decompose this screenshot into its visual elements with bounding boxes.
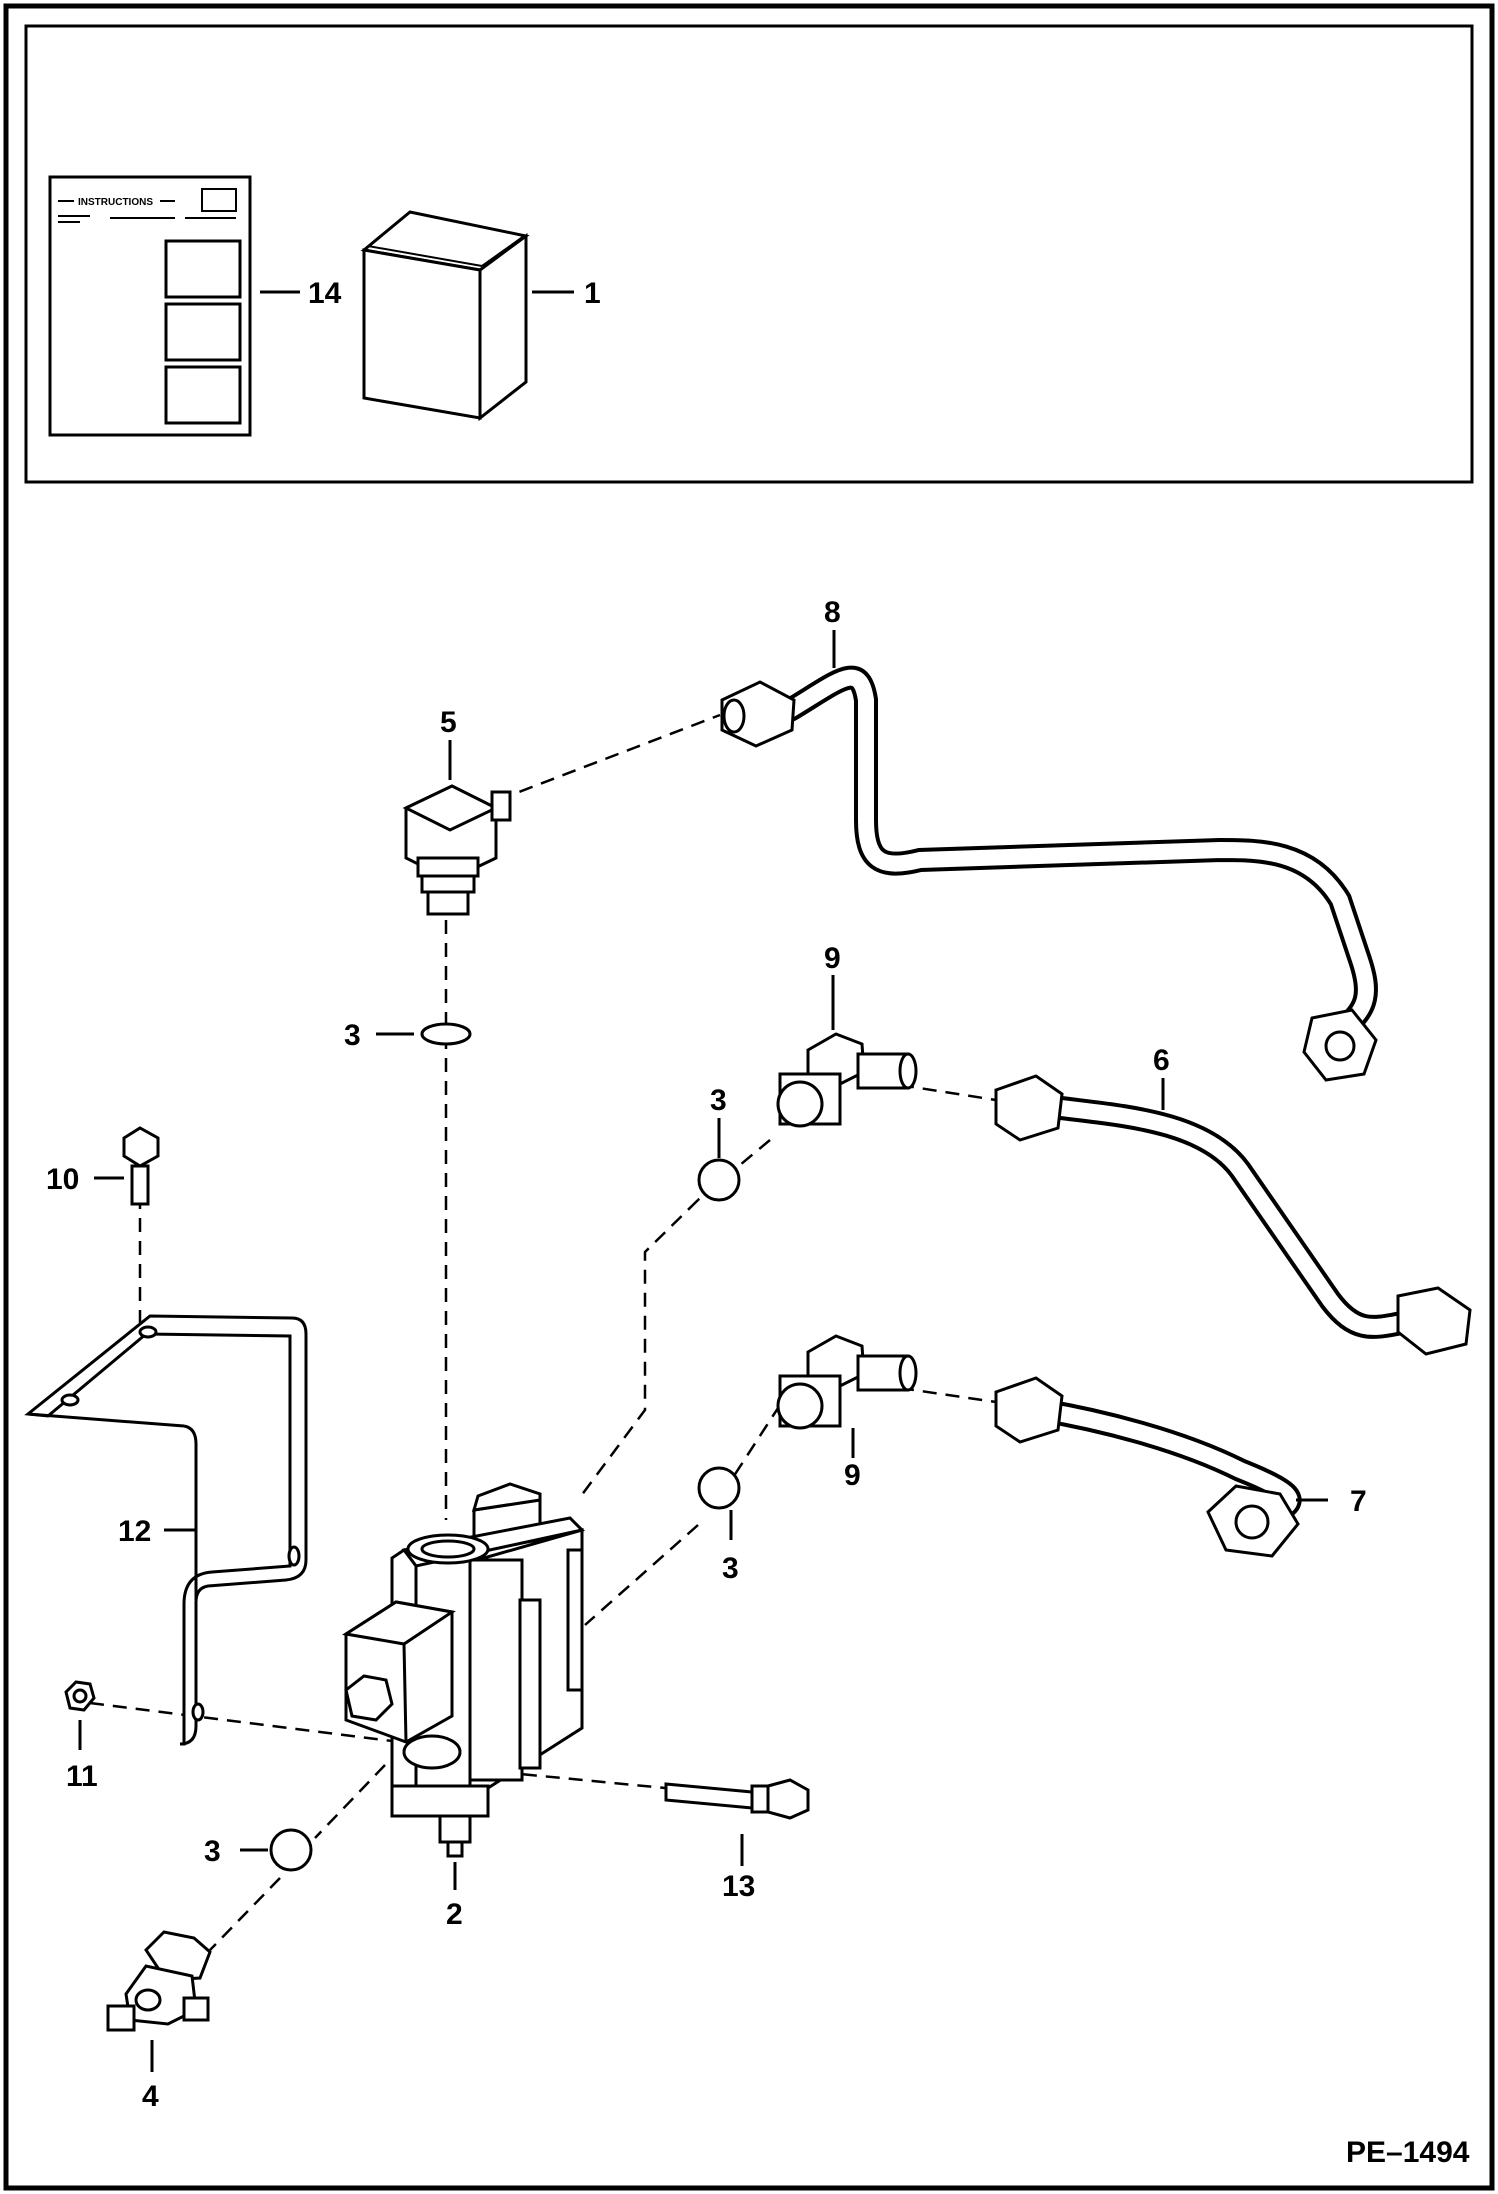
valve-2 (341, 1482, 586, 1858)
kit-box (360, 210, 530, 422)
bolt-13 (664, 1778, 810, 1820)
o-rings-3 (269, 1022, 741, 1872)
inset-border (24, 24, 1474, 484)
fitting-9-upper (776, 1032, 918, 1128)
tube-8 (720, 665, 1378, 1082)
callout-3d: 3 (204, 1835, 221, 1868)
fitting-5 (402, 784, 512, 916)
sheet-code: PE–1494 (1346, 2136, 1470, 2169)
callout-11: 11 (66, 1760, 98, 1793)
instructions-sheet: INSTRUCTIONS (48, 175, 252, 437)
bracket-12 (24, 1314, 308, 1746)
page-border (3, 3, 1495, 2191)
callout-7: 7 (1350, 1485, 1367, 1518)
callout-3b: 3 (710, 1084, 727, 1117)
fitting-9-lower (776, 1334, 918, 1430)
callout-1: 1 (584, 277, 601, 310)
tube-6 (994, 1074, 1472, 1356)
callout-12: 12 (118, 1515, 151, 1548)
callout-9b: 9 (844, 1459, 861, 1492)
callout-14: 14 (308, 277, 342, 310)
callout-4: 4 (142, 2080, 159, 2113)
callouts: 14 1 8 5 3 9 3 6 10 12 9 7 3 11 3 2 13 4 (46, 277, 1367, 2113)
fitting-4 (106, 1930, 212, 2032)
nut-11 (64, 1680, 96, 1712)
bolt-10 (122, 1126, 160, 1206)
callout-5: 5 (440, 706, 457, 739)
callout-10: 10 (46, 1163, 79, 1196)
tube-7 (994, 1376, 1302, 1558)
callout-3a: 3 (344, 1019, 361, 1052)
instructions-heading: INSTRUCTIONS (78, 197, 153, 208)
callout-9a: 9 (824, 942, 841, 975)
callout-8: 8 (824, 596, 841, 629)
callout-3c: 3 (722, 1552, 739, 1585)
callout-2: 2 (446, 1898, 463, 1931)
callout-6: 6 (1153, 1044, 1170, 1077)
callout-13: 13 (722, 1870, 755, 1903)
leader-lines (78, 290, 1328, 2072)
kit-inset: INSTRUCTIONS (24, 24, 1474, 484)
